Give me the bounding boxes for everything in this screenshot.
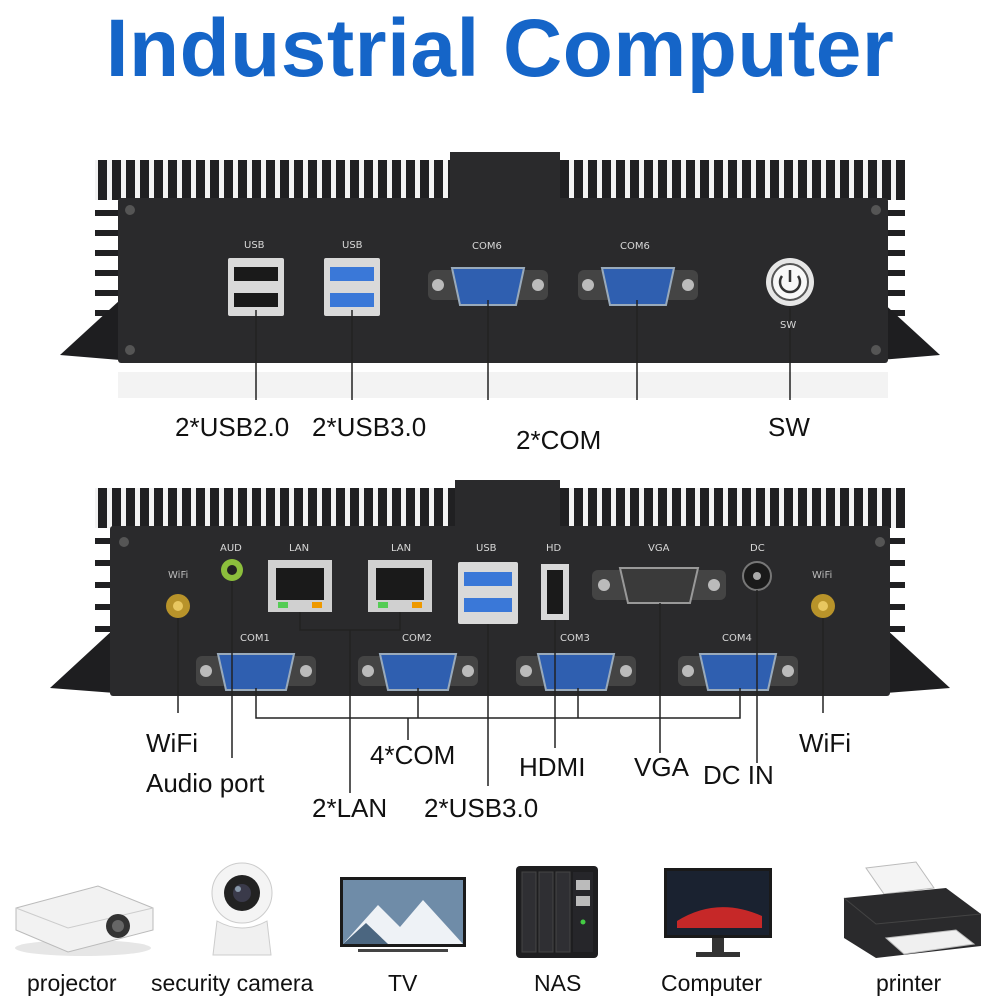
com3-port-label: COM3	[560, 633, 590, 644]
security-camera-icon	[211, 862, 273, 956]
monitor-icon	[664, 868, 772, 957]
app-label-projector: projector	[27, 970, 117, 996]
callout-com: 4*COM	[370, 740, 456, 770]
page-title: Industrial Computer	[105, 3, 895, 94]
nas-icon	[516, 866, 598, 958]
app-label-printer: printer	[876, 970, 942, 996]
com4-port-label: COM4	[722, 633, 752, 644]
vga-port-label: VGA	[648, 543, 670, 554]
front-panel-illustration	[60, 152, 940, 400]
com6-port-label: COM6	[472, 241, 502, 252]
usb-port-label: USB	[244, 240, 265, 251]
app-label-computer: Computer	[661, 970, 762, 996]
app-label-security-camera: security camera	[151, 970, 314, 996]
sw-port-label: SW	[780, 320, 797, 331]
rear-panel-illustration	[50, 480, 950, 793]
wifi-port-label: WiFi	[168, 570, 189, 581]
callout-wifi-left: WiFi	[146, 728, 198, 758]
com6-port-label: COM6	[620, 241, 650, 252]
hd-port-label: HD	[546, 543, 562, 554]
tv-icon	[340, 877, 466, 952]
lan-port-label: LAN	[391, 543, 412, 554]
com2-port-label: COM2	[402, 633, 432, 644]
usb-port-label: USB	[342, 240, 363, 251]
com1-port-label: COM1	[240, 633, 270, 644]
dc-port-label: DC	[750, 543, 765, 554]
app-label-nas: NAS	[534, 970, 582, 996]
callout-vga: VGA	[634, 752, 689, 782]
printer-icon	[843, 861, 982, 958]
projector-icon	[15, 885, 154, 956]
wifi-port-label: WiFi	[812, 570, 833, 581]
callout-usb3: 2*USB3.0	[424, 793, 539, 823]
callout-sw: SW	[768, 412, 810, 442]
callout-lan: 2*LAN	[312, 793, 388, 823]
callout-com: 2*COM	[516, 425, 602, 455]
callout-dc-in: DC IN	[703, 760, 774, 790]
callout-audio-port: Audio port	[146, 768, 265, 798]
app-label-tv: TV	[388, 970, 418, 996]
usb-port-label: USB	[476, 543, 497, 554]
callout-usb2: 2*USB2.0	[175, 412, 290, 442]
aud-port-label: AUD	[220, 543, 242, 554]
callout-wifi-right: WiFi	[799, 728, 851, 758]
callout-hdmi: HDMI	[519, 752, 586, 782]
lan-port-label: LAN	[289, 543, 310, 554]
callout-usb3: 2*USB3.0	[312, 412, 427, 442]
